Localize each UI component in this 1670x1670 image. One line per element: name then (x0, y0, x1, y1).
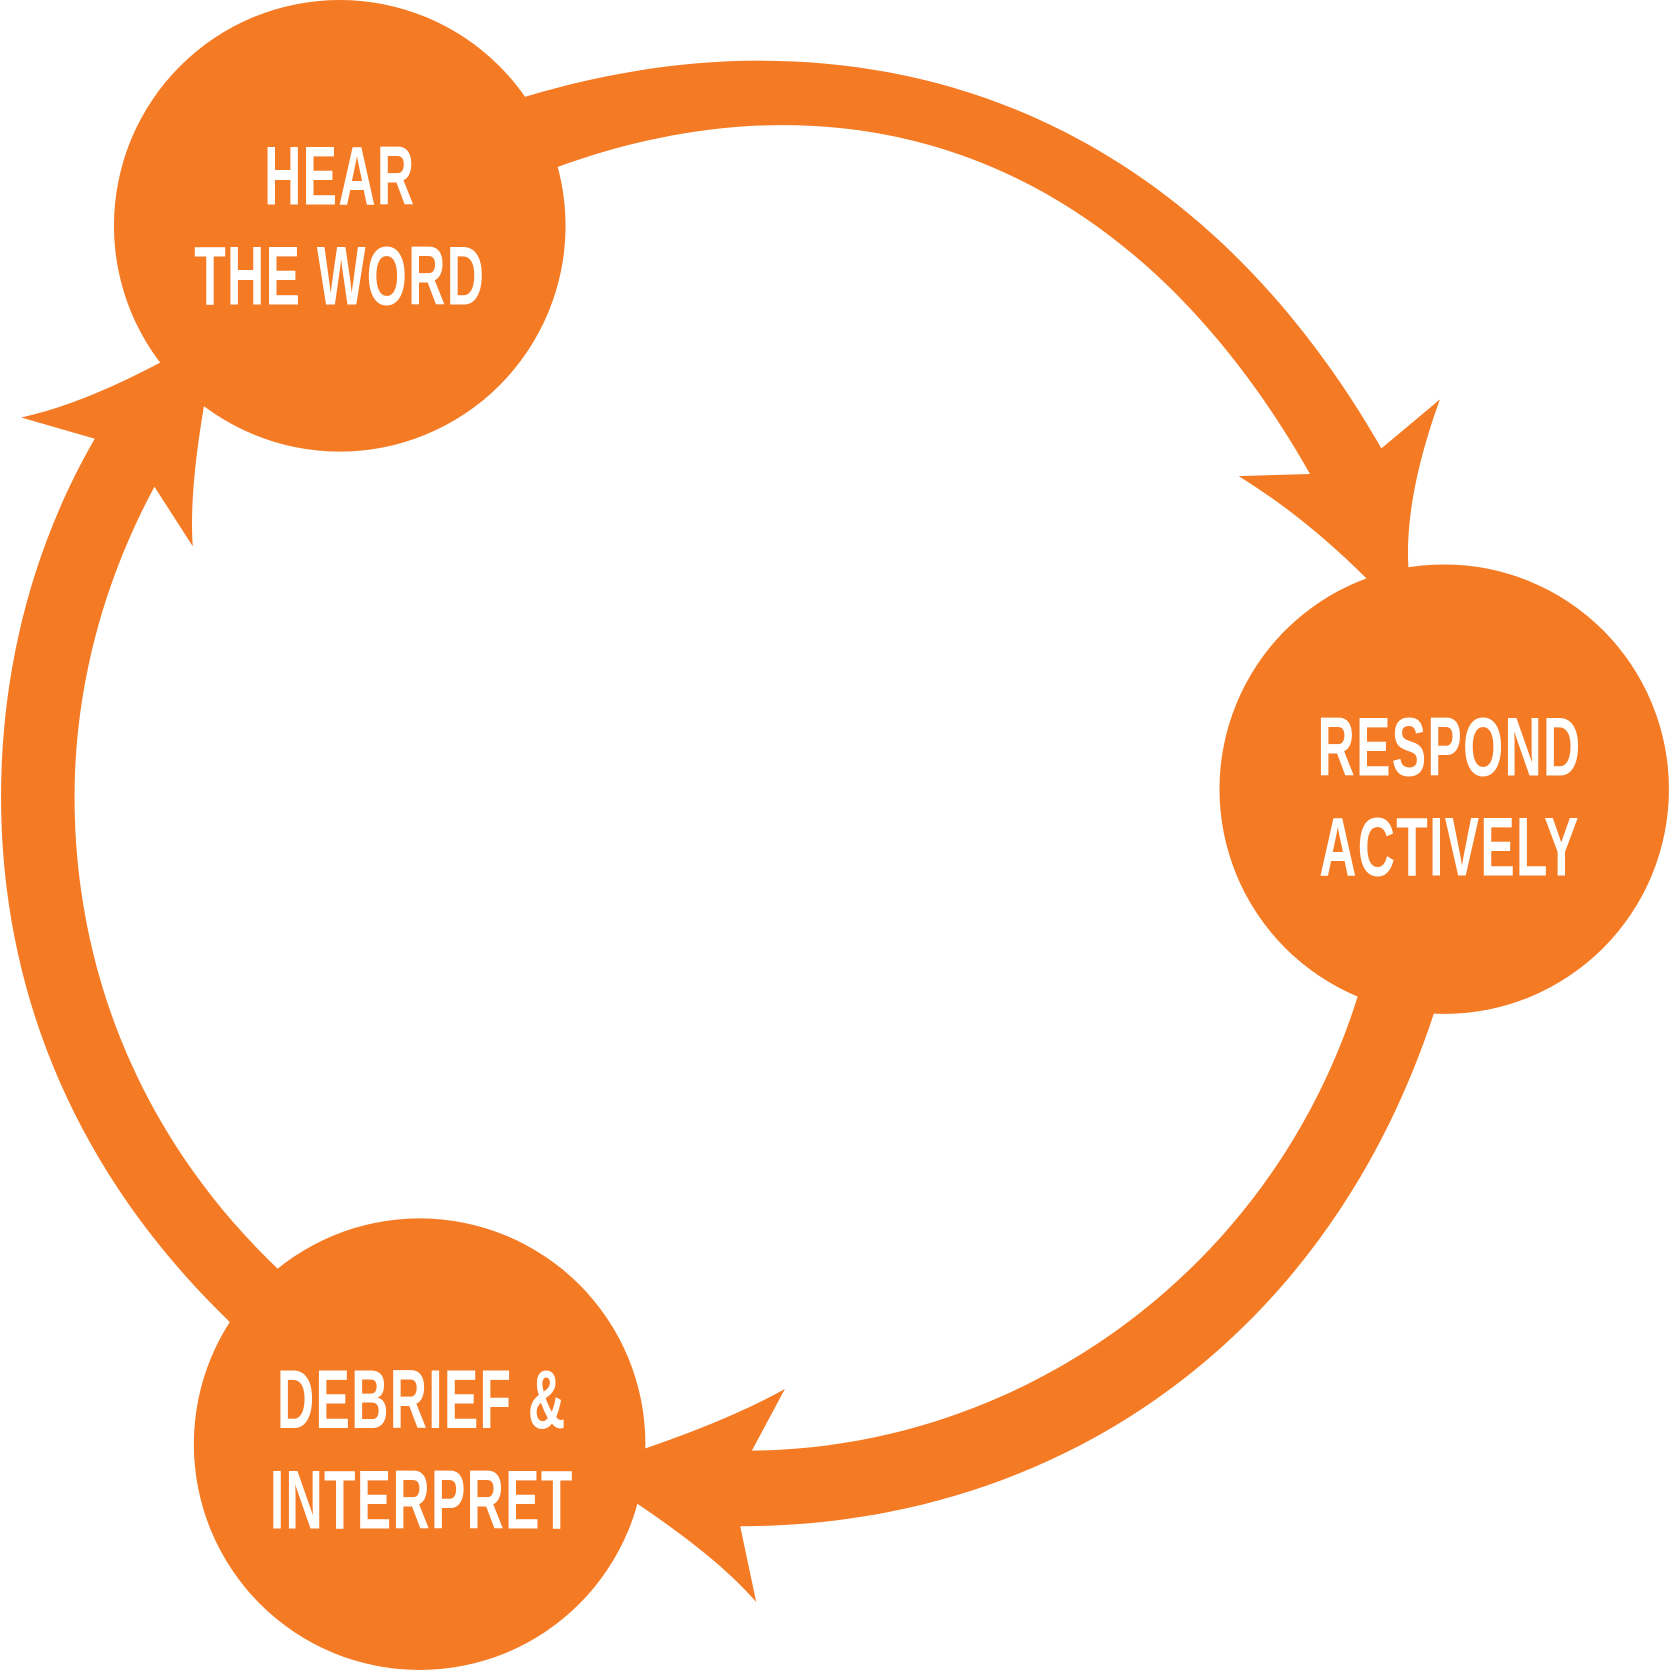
node-label-line-1: HEAR (264, 129, 415, 223)
node-debrief-interpret: DEBRIEF & INTERPRET (193, 1218, 646, 1670)
node-label-line-1: RESPOND (1318, 700, 1582, 794)
node-label-line-2: ACTIVELY (1319, 800, 1580, 894)
arrow-hear-to-respond (511, 60, 1440, 581)
node-circle (113, 0, 566, 452)
node-respond-actively: RESPOND ACTIVELY (1219, 564, 1669, 1014)
arrow-respond-to-debrief (635, 985, 1438, 1602)
node-label-line-2: THE WORD (194, 229, 485, 323)
node-hear-the-word: HEAR THE WORD (113, 0, 566, 452)
node-label-line-1: DEBRIEF & (277, 1353, 566, 1447)
node-label-line-2: INTERPRET (270, 1453, 574, 1547)
node-circle (193, 1218, 646, 1670)
node-circle (1219, 564, 1669, 1014)
arrow-debrief-to-hear (1, 359, 286, 1332)
